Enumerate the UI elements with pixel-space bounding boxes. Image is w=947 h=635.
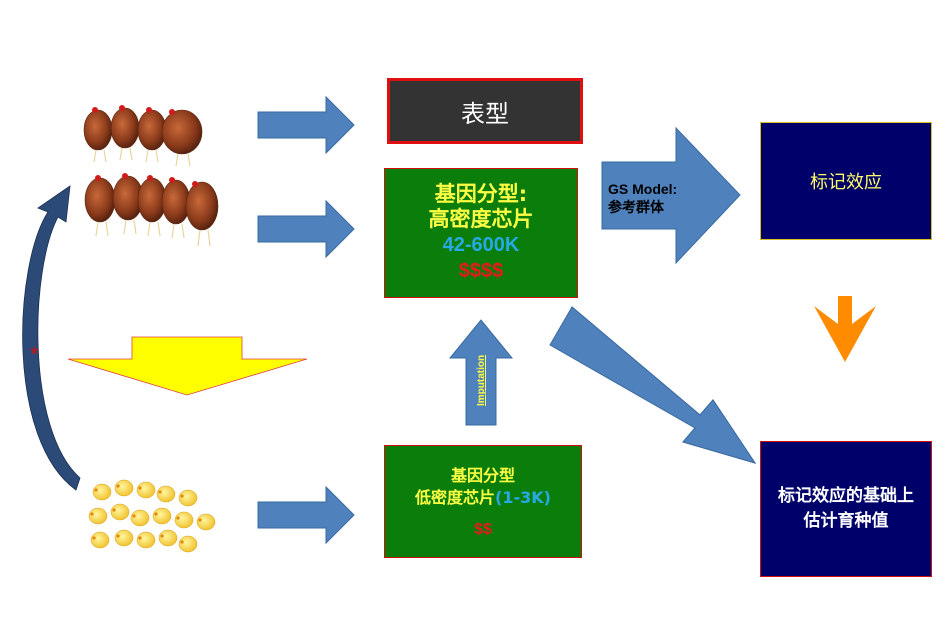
gebv-line2: 估计育种值 [803,511,889,531]
gs-model-line2: 参考群体 [608,199,664,215]
phenotype-box: 表型 [387,78,583,144]
high-density-chip-box: 基因分型: 高密度芯片 42-600K $$$$ [384,168,578,298]
gebv-line1: 标记效应的基础上 [778,486,914,506]
hd-snp-range: 42-600K [442,234,520,256]
gs-model-label: GS Model: 参考群体 [608,180,708,216]
arrow-hens-to-phenotype [257,95,355,155]
gebv-box: 标记效应的基础上 估计育种值 [760,441,932,577]
ld-subtitle-text: 低密度芯片 [415,487,496,507]
marker-effect-label: 标记效应 [810,172,882,193]
arrow-selection [67,336,308,396]
gs-model-line1: GS Model: [608,181,678,197]
chicks-image [88,479,216,553]
ld-snp-range: (1-3K) [495,487,551,507]
star-marker: * [30,342,39,367]
arrow-curved-cycle [22,185,81,491]
imputation-label: Imputation [476,354,487,406]
ld-title: 基因分型 [450,465,515,485]
arrow-hens-to-hd-chip [257,199,355,259]
marker-effect-box: 标记效应 [760,122,932,240]
low-density-chip-box: 基因分型 低密度芯片(1-3K) $$ [384,445,582,558]
hd-title: 基因分型: [434,182,528,206]
ld-cost: $$ [474,520,492,538]
hens-image [83,105,219,247]
arrow-marker-to-gebv [814,296,876,362]
arrow-chicks-to-ld-chip [257,485,355,545]
phenotype-label: 表型 [461,99,509,128]
ld-subtitle: 低密度芯片(1-3K) [415,487,551,509]
arrow-imputation [448,319,514,426]
hd-cost: $$$$ [458,260,504,282]
arrow-gs-model [601,126,741,265]
hd-subtitle: 高密度芯片 [428,207,534,231]
